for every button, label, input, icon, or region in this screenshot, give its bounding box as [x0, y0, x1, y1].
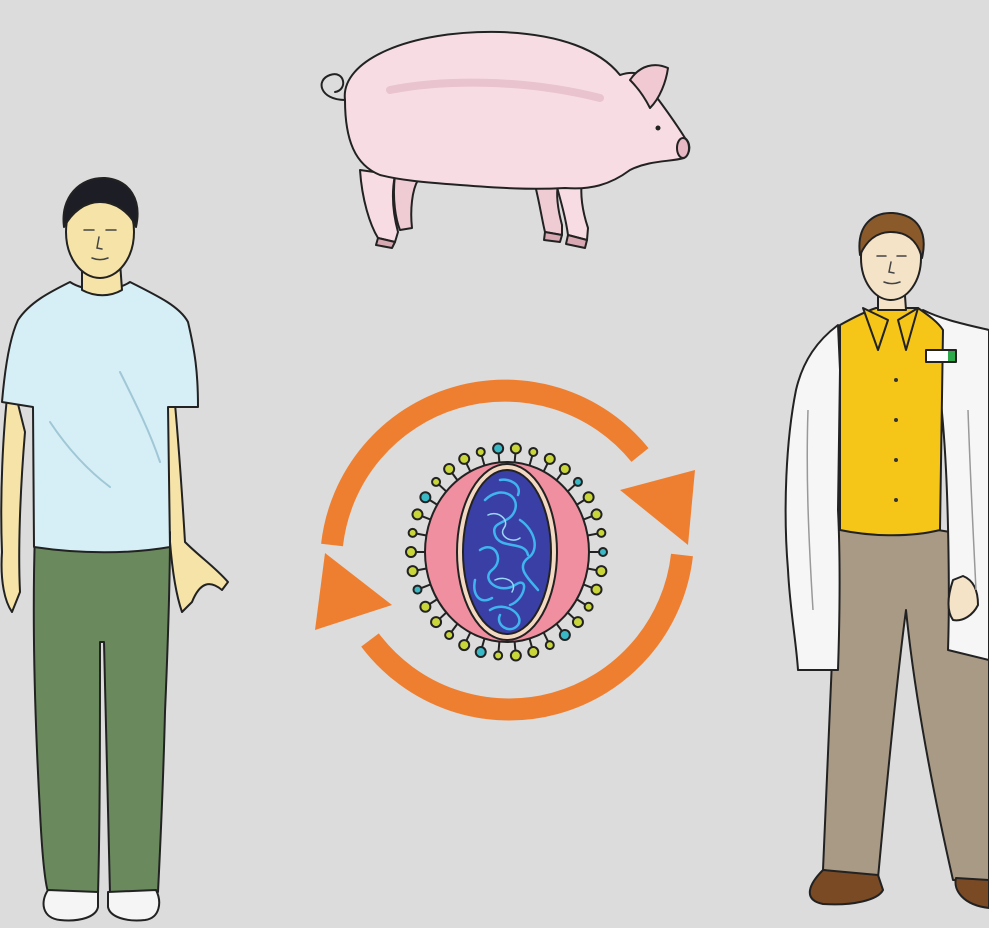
- virus-spike-head: [511, 651, 521, 661]
- virus-spike-head: [529, 448, 537, 456]
- virus-spike-head: [493, 443, 503, 453]
- person-tshirt-icon: [0, 172, 235, 928]
- virus-spike-head: [528, 647, 538, 657]
- virus-spike-head: [420, 492, 430, 502]
- virus-spike-head: [592, 585, 602, 595]
- virus-spike-head: [408, 566, 418, 576]
- virus-spike-head: [406, 547, 416, 557]
- virus-spike-head: [459, 640, 469, 650]
- virus-spike-head: [432, 478, 440, 486]
- virus-spike-head: [420, 602, 430, 612]
- virus-spike-head: [409, 529, 417, 537]
- virus-spike-head: [596, 566, 606, 576]
- virus-spike-head: [494, 652, 502, 660]
- virus-spike-head: [597, 529, 605, 537]
- virus-spike-head: [592, 509, 602, 519]
- virus-spike-head: [431, 617, 441, 627]
- virus-spike-head: [412, 509, 422, 519]
- virus-spike-head: [584, 492, 594, 502]
- virus-spike-head: [599, 548, 607, 556]
- virus-spike-head: [585, 603, 593, 611]
- virus-spike-head: [574, 478, 582, 486]
- virus-spike-head: [545, 454, 555, 464]
- virus-spike-head: [444, 464, 454, 474]
- virus-spike-head: [445, 631, 453, 639]
- virus-spike-head: [511, 443, 521, 453]
- virus-spike-head: [560, 464, 570, 474]
- pig-icon: [300, 20, 700, 255]
- doctor-labcoat-icon: [778, 210, 989, 910]
- virus-spike-head: [546, 641, 554, 649]
- virus-spike-head: [573, 617, 583, 627]
- virus-spike-head: [476, 647, 486, 657]
- influenza-virus-icon: [400, 440, 615, 665]
- virus-spike-head: [459, 454, 469, 464]
- virus-spike-head: [560, 630, 570, 640]
- virus-spike-head: [477, 448, 485, 456]
- virus-spike-head: [413, 586, 421, 594]
